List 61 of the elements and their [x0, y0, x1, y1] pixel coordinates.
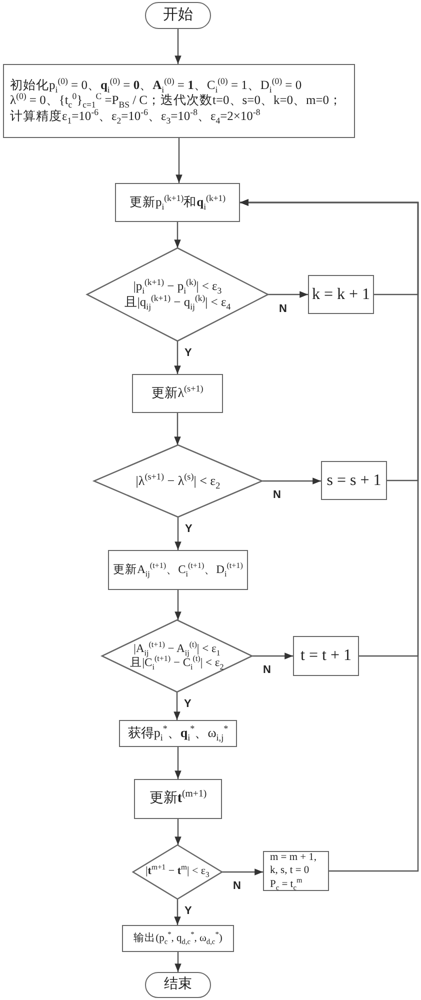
step-text: 输出(p$_{c}$$^{*}$, q$_{d,c}$$^{*}$, ω$_{d,c}$$^{*}$) — [134, 932, 222, 946]
step-text: 计算精度ε$_{1}$=10$^{-6}$、ε$_{2}$=10$^{-6}$、ε$_{3}$=10$^{-8}$、ε$_{4}$=2×10$^{-8}$ — [10, 108, 260, 124]
step-text: m = m + 1, — [270, 851, 317, 864]
arrow — [174, 747, 182, 779]
step-text: s = s + 1 — [326, 470, 382, 490]
process-box — [321, 461, 387, 500]
arrow — [174, 692, 180, 720]
arrow — [174, 413, 181, 445]
step-text: λ$^{(0)}$ = 0、{t$_{c}$$^{0}$}$_{c=1}$$^{C}$ =P$_{BS}$ / C；迭代次数t=0、s=0、k=0、m=0； — [10, 93, 342, 109]
arrow — [268, 291, 308, 298]
terminal-label: 结束 — [164, 976, 192, 994]
terminal-box — [145, 972, 211, 998]
condition-text: |λ$^{(s+1)}$ − λ$^{(s)}$| < ε$_{2}$ — [136, 472, 220, 490]
process-box — [119, 720, 237, 747]
edge-label: N — [262, 664, 272, 676]
decision-diamond — [87, 248, 268, 341]
step-text: 初始化p$_{i}$$^{(0)}$ = 0、q$_{i}$$^{(0)}$ = 0、A$_{i}$$^{(0)}$ = 1、C$_{i}$$^{(0)}$ = 1、D$_{i}$$^{(0)}$ = 0 — [10, 78, 302, 94]
condition-text: 且|C$_{i}$$^{(t+1)}$ − C$_{i}$$^{(t)}$| < ε$_{2}$ — [130, 656, 224, 670]
arrow — [174, 590, 182, 620]
process-box — [122, 925, 234, 952]
edge-label: N — [272, 489, 282, 501]
arrow — [174, 819, 182, 845]
decision-diamond — [133, 845, 222, 899]
terminal-label: 开始 — [163, 6, 193, 25]
arrow — [240, 199, 419, 872]
process-box — [134, 779, 222, 819]
step-text: k = k + 1 — [312, 284, 370, 304]
process-box — [293, 636, 359, 676]
process-box — [263, 851, 329, 891]
arrow — [174, 899, 181, 925]
arrow — [174, 341, 181, 374]
process-box — [3, 64, 355, 138]
condition-text: |p$_{i}$$^{(k+1)}$ − p$_{i}$$^{(k)}$| < ε$_{3}$ — [133, 278, 222, 294]
process-box — [115, 183, 240, 222]
step-text: t = t + 1 — [300, 646, 352, 666]
process-box — [308, 275, 374, 314]
arrow — [252, 652, 293, 660]
edge-label: Y — [184, 347, 193, 359]
step-text: 更新t$^{(m+1)}$ — [149, 790, 207, 808]
step-text: k, s, t = 0 — [270, 864, 310, 878]
condition-text: |A$_{ij}$$^{(t+1)}$ − A$_{ij}$$^{(t)}$| < ε$_{1}$ — [134, 642, 220, 656]
arrow — [174, 952, 182, 972]
edge-label: Y — [184, 905, 193, 917]
edge-label: N — [232, 880, 242, 892]
edge-label: Y — [184, 523, 194, 535]
arrow — [174, 222, 181, 248]
decision-diamond — [102, 620, 252, 692]
arrow — [262, 478, 321, 484]
process-box — [108, 550, 248, 590]
process-box — [132, 374, 223, 413]
step-text: 更新λ$^{(s+1)}$ — [152, 385, 204, 402]
edge-label: N — [278, 302, 288, 314]
arrow — [176, 138, 182, 183]
condition-text: 且|q$_{ij}$$^{(k+1)}$ − q$_{ij}$$^{(k)}$| < ε$_{4}$ — [124, 294, 231, 310]
decision-diamond — [94, 445, 262, 517]
arrow — [222, 868, 263, 876]
condition-text: |t$^{m+1}$ − t$^{m}$| < ε$_{3}$ — [146, 865, 210, 879]
terminal-box — [145, 2, 211, 29]
edge-label: Y — [183, 698, 192, 710]
arrow — [174, 517, 182, 550]
arrow — [174, 29, 182, 64]
